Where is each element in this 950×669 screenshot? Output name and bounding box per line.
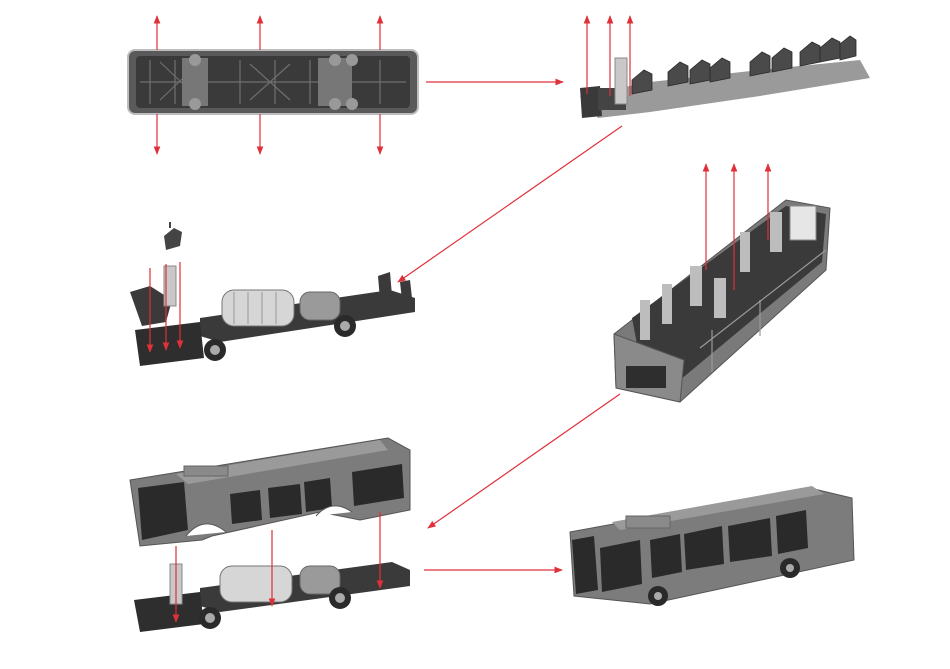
flow-arrow-2-to-3 — [398, 126, 622, 282]
step-3-chassis-assembly — [130, 222, 415, 366]
step-6-finished-bus — [570, 486, 854, 606]
flow-arrow-4-to-5 — [428, 394, 620, 528]
step-1-chassis-floor — [128, 50, 418, 114]
step-2-interior-seats — [580, 36, 870, 118]
flow-arrows — [398, 82, 622, 570]
step-5-body-over-chassis — [130, 438, 410, 632]
step-4-bus-shell — [614, 200, 830, 402]
